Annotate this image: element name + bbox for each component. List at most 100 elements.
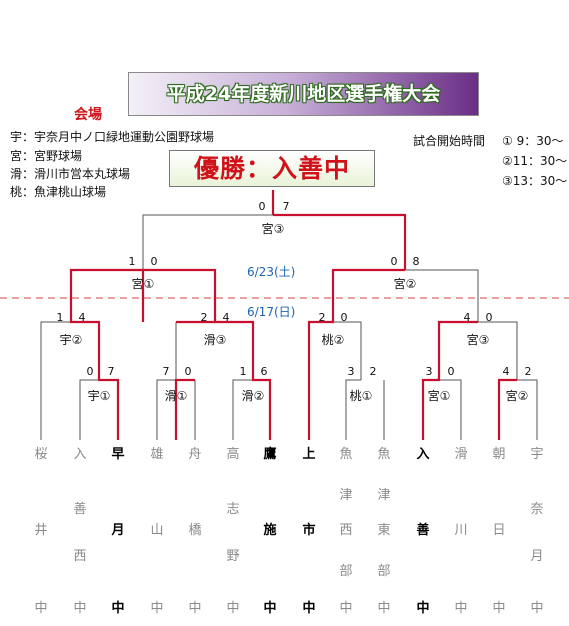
team-name-char: 滑 bbox=[454, 447, 468, 462]
score: 1 bbox=[239, 365, 247, 378]
team-name-char: 野 bbox=[226, 549, 240, 564]
first-round-label: 宮① bbox=[427, 389, 451, 403]
team-name-char: 西 bbox=[73, 549, 87, 564]
quarterfinal-label: 桃② bbox=[321, 333, 345, 347]
team-name-char: 中 bbox=[111, 601, 125, 616]
team-name-char: 善 bbox=[416, 523, 430, 538]
team-name-char: 月 bbox=[111, 523, 125, 538]
venue-item: 滑：滑川市営本丸球場 bbox=[10, 167, 131, 181]
bracket-line-win bbox=[497, 378, 517, 440]
bracket-line-lose bbox=[156, 379, 176, 440]
score: 2 bbox=[369, 365, 377, 378]
team-name-char: 高 bbox=[226, 447, 240, 462]
team-name-char: 桜 bbox=[34, 447, 48, 462]
team-name-char: 中 bbox=[530, 601, 544, 616]
score: 0 bbox=[150, 255, 158, 268]
team-name-char: 朝 bbox=[492, 447, 506, 462]
bracket-line-win bbox=[273, 213, 407, 270]
title-banner bbox=[128, 72, 479, 116]
bracket-line-lose bbox=[232, 379, 253, 440]
date-day1: 6/17(日) bbox=[247, 305, 296, 319]
page-title: 平成24年度新川地区選手権大会 bbox=[166, 83, 441, 105]
score: 1 bbox=[56, 311, 64, 324]
score: 0 bbox=[86, 365, 94, 378]
team-name-char: 中 bbox=[377, 601, 391, 616]
bracket-line-lose bbox=[345, 379, 361, 440]
bracket-line-win bbox=[174, 378, 195, 440]
bracket-line-lose bbox=[333, 321, 362, 380]
start-time-label: 試合開始時間 bbox=[413, 134, 486, 148]
score: 7 bbox=[282, 200, 290, 213]
score: 0 bbox=[184, 365, 192, 378]
team-name-char: 魚 bbox=[377, 447, 391, 462]
semifinal-label: 宮① bbox=[131, 277, 155, 291]
team-name-char: 市 bbox=[302, 523, 316, 538]
bracket-line-lose bbox=[439, 379, 462, 440]
team-name-char: 志 bbox=[226, 502, 240, 517]
score: 3 bbox=[347, 365, 355, 378]
team-name-char: 中 bbox=[150, 601, 164, 616]
venue-item: 宮：宮野球場 bbox=[10, 149, 83, 163]
team-name-char: 川 bbox=[454, 523, 468, 538]
team-name-char: 中 bbox=[73, 601, 87, 616]
first-round-label: 滑② bbox=[241, 389, 265, 403]
bracket-line-lose bbox=[517, 379, 538, 440]
team-name-char: 入 bbox=[416, 447, 430, 462]
score: 3 bbox=[425, 365, 433, 378]
team-name-char: 部 bbox=[339, 564, 353, 579]
team-name-char: 中 bbox=[302, 601, 316, 616]
quarterfinal-label: 滑③ bbox=[203, 333, 227, 347]
venue-heading: 会場 bbox=[74, 107, 102, 123]
team-name-char: 中 bbox=[454, 601, 468, 616]
team-name-char: 月 bbox=[530, 549, 544, 564]
team-name-char: 奈 bbox=[530, 502, 544, 517]
score: 2 bbox=[524, 365, 532, 378]
score: 2 bbox=[200, 311, 208, 324]
team-name-char: 中 bbox=[416, 601, 430, 616]
team-name-char: 宇 bbox=[530, 447, 544, 462]
first-round-label: 滑① bbox=[164, 389, 188, 403]
team-name-char: 部 bbox=[377, 564, 391, 579]
score: 4 bbox=[502, 365, 510, 378]
team-name-char: 早 bbox=[111, 447, 125, 462]
team-name-char: 井 bbox=[34, 523, 48, 538]
team-name-char: 上 bbox=[302, 447, 316, 462]
score: 0 bbox=[447, 365, 455, 378]
team-name-char: 施 bbox=[263, 523, 277, 538]
team-name-char: 中 bbox=[226, 601, 240, 616]
score: 2 bbox=[318, 311, 326, 324]
score: 6 bbox=[260, 365, 268, 378]
bracket-line-win bbox=[421, 320, 478, 440]
venue-item: 宇：宇奈月中ノ口緑地運動公園野球場 bbox=[10, 130, 215, 144]
team-name-char: 中 bbox=[339, 601, 353, 616]
score: 1 bbox=[128, 255, 136, 268]
score: 8 bbox=[412, 255, 420, 268]
score: 4 bbox=[463, 311, 471, 324]
bracket-line-lose bbox=[142, 214, 273, 270]
bracket-line-win bbox=[307, 268, 405, 440]
team-name-char: 東 bbox=[377, 523, 391, 538]
score: 0 bbox=[390, 255, 398, 268]
bracket-line-lose bbox=[478, 321, 518, 380]
score: 0 bbox=[258, 200, 266, 213]
bracket-line-lose bbox=[405, 269, 479, 322]
score: 7 bbox=[107, 365, 115, 378]
team-name-char: 津 bbox=[339, 488, 353, 503]
start-time: ① 9：30～ bbox=[502, 134, 564, 148]
team-name-char: 魚 bbox=[339, 447, 353, 462]
bracket-line-lose bbox=[79, 379, 99, 440]
team-name-char: 中 bbox=[492, 601, 506, 616]
team-name-char: 入 bbox=[73, 447, 87, 462]
team-name-char: 橋 bbox=[188, 523, 202, 538]
semifinal-label: 宮② bbox=[393, 277, 417, 291]
team-name-char: 中 bbox=[188, 601, 202, 616]
team-name-char: 鷹 bbox=[263, 447, 277, 462]
team-name-char: 善 bbox=[73, 502, 87, 517]
first-round-label: 宮② bbox=[505, 389, 529, 403]
team-name-char: 日 bbox=[492, 523, 506, 538]
quarterfinal-label: 宮③ bbox=[466, 333, 490, 347]
team-name-char: 山 bbox=[150, 523, 164, 538]
team-name-char: 雄 bbox=[150, 447, 164, 462]
first-round-label: 桃① bbox=[349, 389, 373, 403]
